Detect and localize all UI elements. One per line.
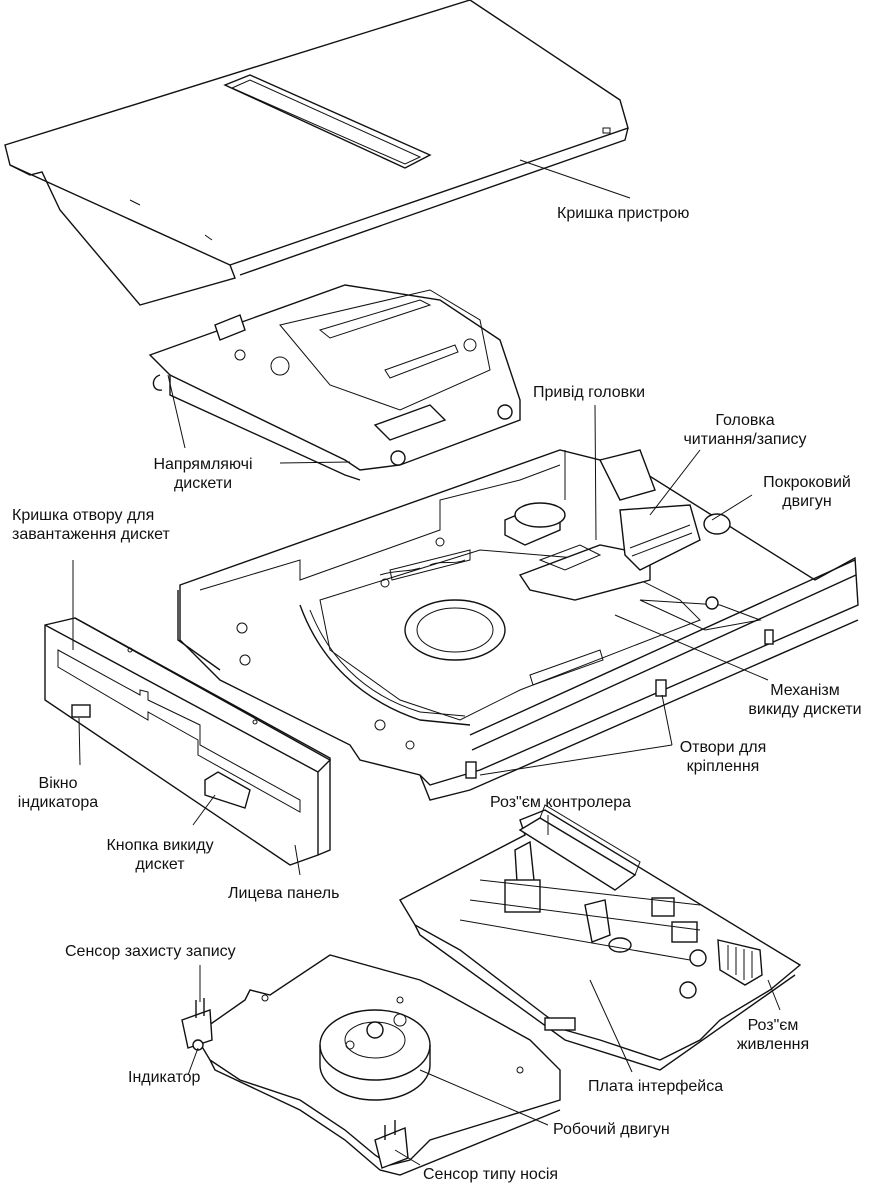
label-slot-cover-line2: завантаження дискет	[12, 526, 170, 543]
label-eject-button: Кнопка викиду дискет	[95, 836, 225, 874]
label-front-panel: Лицева панель	[228, 885, 340, 902]
label-stepper: Покроковий двигун	[747, 473, 867, 511]
leader-lines	[72, 159, 781, 1166]
label-stepper-line1: Покроковий	[763, 474, 851, 491]
label-power-connector-line2: живлення	[736, 1036, 810, 1053]
label-eject-mech-line2: викиду дискети	[748, 701, 862, 718]
label-stepper-line2: двигун	[782, 493, 832, 510]
chassis-part	[177, 449, 859, 801]
label-write-protect-sensor: Сенсор захисту запису	[65, 943, 236, 960]
label-eject-button-line1: Кнопка викиду	[106, 837, 214, 854]
label-power-connector-line1: Роз"єм	[747, 1017, 799, 1034]
diskette-guides-part	[148, 284, 521, 481]
bottom-plate-part	[181, 954, 561, 1176]
label-eject-mech: Механізм викиду дискети	[735, 681, 875, 719]
label-guides: Напрямляючі дискети	[133, 455, 273, 493]
interface-board-part	[399, 804, 802, 1071]
label-slot-cover: Кришка отвору для завантаження дискет	[12, 506, 170, 544]
label-indicator: Індикатор	[128, 1069, 201, 1086]
label-interface-board: Плата інтерфейса	[588, 1078, 724, 1095]
label-rw-head: Головка читиання/запису	[680, 411, 810, 449]
label-indicator-window: Вікно індикатора	[8, 774, 108, 812]
device-cover-part	[4, 0, 629, 306]
label-mount-holes: Отвори для кріплення	[668, 738, 778, 776]
label-head-drive: Привід головки	[533, 384, 646, 401]
label-slot-cover-line1: Кришка отвору для	[12, 507, 155, 524]
label-mount-holes-line1: Отвори для	[679, 739, 767, 756]
label-guides-line2: дискети	[173, 475, 233, 492]
label-mount-holes-line2: кріплення	[686, 758, 760, 775]
label-media-type-sensor: Сенсор типу носія	[423, 1166, 559, 1183]
label-rw-head-line1: Головка	[715, 412, 775, 429]
label-indicator-window-line2: індикатора	[17, 794, 99, 811]
label-rw-head-line2: читиання/запису	[683, 431, 807, 448]
label-eject-mech-line1: Механізм	[770, 682, 840, 699]
label-eject-button-line2: дискет	[135, 856, 185, 873]
front-bezel-part	[44, 617, 332, 866]
label-guides-line1: Напрямляючі	[153, 456, 253, 473]
label-device-cover: Кришка пристрою	[557, 205, 690, 222]
label-power-connector: Роз"єм живлення	[718, 1016, 828, 1054]
label-controller-connector: Роз"єм контролера	[490, 794, 632, 811]
label-spindle-motor: Робочий двигун	[553, 1121, 670, 1138]
label-indicator-window-line1: Вікно	[38, 775, 78, 792]
